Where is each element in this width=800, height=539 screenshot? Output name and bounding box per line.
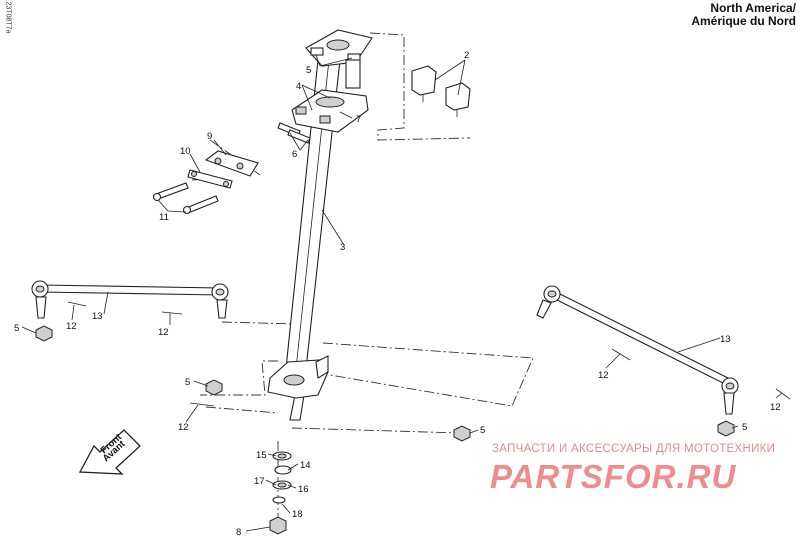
screws-item-11 — [152, 182, 219, 215]
callout-16: 16 — [298, 484, 309, 495]
callout-labels: 2 3 4 5 5 5 5 5 6 7 8 9 10 11 12 12 12 1… — [14, 50, 781, 538]
nuts-item-5 — [35, 325, 735, 442]
callout-17: 17 — [254, 476, 265, 487]
watermark-logo: PARTSFOR.RU — [490, 458, 737, 495]
callout-2: 2 — [464, 50, 469, 61]
upper-flange-plate — [305, 29, 373, 89]
callout-15: 15 — [256, 450, 267, 461]
right-tie-rod — [536, 285, 739, 415]
callout-13-left: 13 — [92, 311, 103, 322]
callout-11: 11 — [159, 212, 169, 223]
callout-10: 10 — [180, 146, 191, 157]
callout-leaders — [21, 54, 783, 532]
callout-8: 8 — [236, 527, 241, 538]
left-tie-rod — [31, 280, 229, 319]
callout-14: 14 — [300, 460, 311, 471]
region-title-en: North America/ — [710, 1, 796, 15]
callout-12-far-right: 12 — [770, 402, 781, 413]
callout-13-right: 13 — [720, 334, 731, 345]
region-title-fr: Amérique du Nord — [691, 14, 796, 28]
front-direction-arrow-icon: Front Avant — [78, 429, 141, 475]
bearing-block — [291, 89, 369, 133]
callout-3: 3 — [340, 242, 345, 253]
callout-5-center: 5 — [480, 425, 485, 436]
callout-12-left: 12 — [66, 321, 77, 332]
callout-5-top: 5 — [306, 65, 311, 76]
region-title: North America/ Amérique du Nord — [691, 2, 796, 28]
callout-5-bracket: 5 — [185, 377, 190, 388]
callout-7: 7 — [356, 114, 361, 125]
callout-12-mid: 12 — [158, 327, 169, 338]
callout-5-right: 5 — [742, 422, 747, 433]
callout-18: 18 — [292, 509, 303, 520]
callout-12-bracket: 12 — [178, 422, 189, 433]
callout-12-right: 12 — [598, 370, 609, 381]
callout-9: 9 — [207, 131, 212, 142]
callout-5-left: 5 — [14, 323, 19, 334]
mounting-plate-item-9 — [204, 150, 259, 177]
cotter-pins-item-12 — [67, 301, 791, 407]
bolts-item-6 — [277, 122, 311, 144]
clips-item-2 — [411, 65, 471, 117]
bracket-item-10 — [187, 169, 233, 189]
watermark-tagline: ЗАПЧАСТИ И АКСЕССУАРЫ ДЛЯ МОТОТЕХНИКИ — [492, 443, 776, 455]
callout-4: 4 — [296, 81, 301, 92]
callout-6: 6 — [292, 149, 297, 160]
washer-stack — [269, 451, 292, 535]
lower-pivot-bracket — [267, 355, 329, 399]
